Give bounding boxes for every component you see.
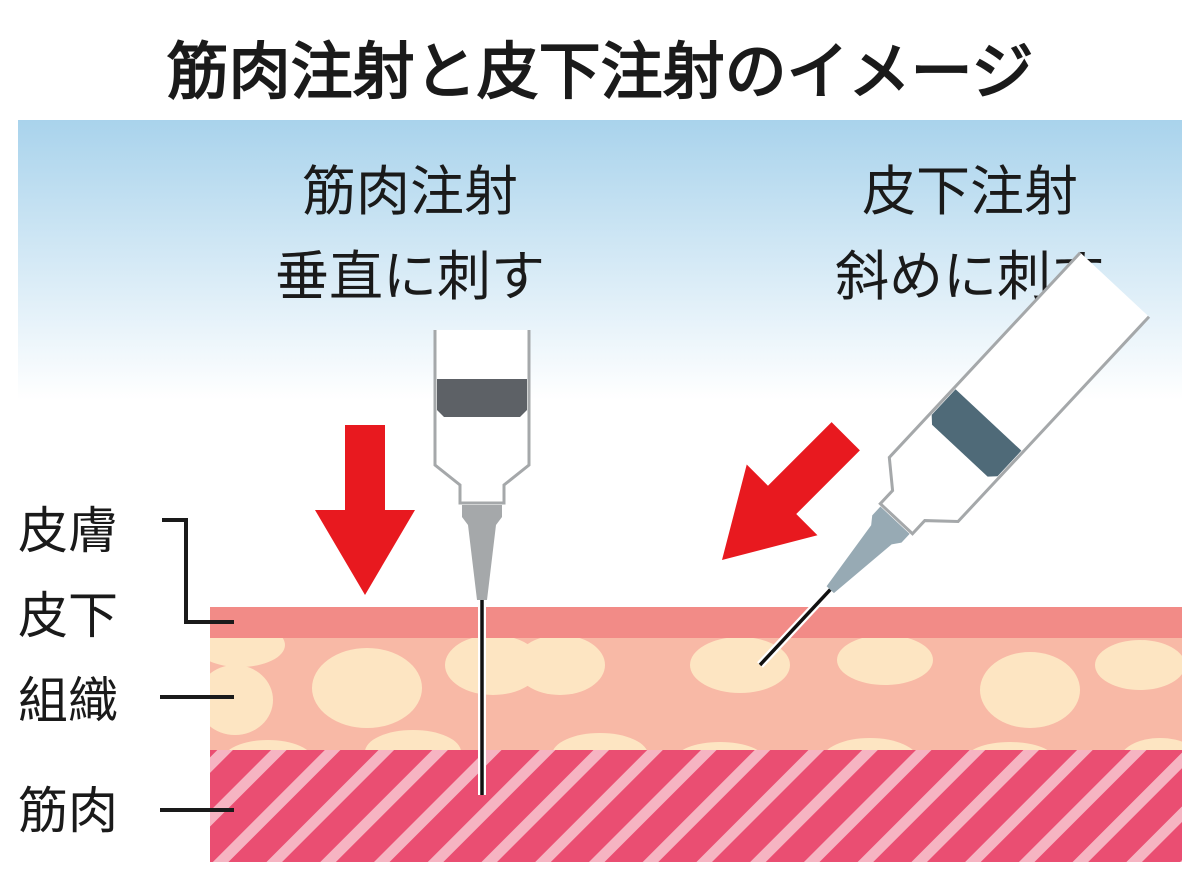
skin-label: 皮膚: [18, 502, 118, 560]
fat-cells: [210, 638, 1182, 750]
down-arrow-icon: [315, 425, 415, 595]
syringe-barrel: [878, 251, 1151, 536]
fat-cell: [553, 733, 647, 750]
fat-cell: [229, 740, 307, 750]
intramuscular-label: 筋肉注射: [302, 160, 518, 223]
subcutaneous-label-2: 組織: [18, 672, 118, 730]
fat-cell: [445, 638, 541, 695]
fat-cell: [210, 665, 273, 735]
needle-hub: [826, 506, 910, 594]
fat-cell: [1124, 738, 1182, 750]
fat-cell: [515, 638, 605, 695]
intramuscular-method: 垂直に刺す: [275, 245, 545, 308]
fat-cell: [1095, 640, 1182, 690]
fat-cell: [972, 742, 1048, 750]
fat-cell: [827, 738, 913, 750]
diagonal-arrow-icon: [722, 422, 860, 560]
fat-cell: [690, 638, 790, 693]
subcutaneous-label-1: 皮下: [18, 587, 118, 645]
plunger: [931, 389, 1022, 477]
muscle-layer: [210, 750, 1182, 862]
vertical-syringe: [433, 330, 531, 795]
subcutaneous-label: 皮下注射: [862, 160, 1078, 223]
skin-layer: [210, 607, 1182, 638]
fat-cell: [365, 730, 461, 750]
needle-hub: [462, 505, 502, 600]
fat-cell: [682, 742, 758, 750]
fat-cell: [980, 652, 1080, 728]
needle: [758, 586, 834, 667]
fat-cell: [210, 638, 285, 667]
angled-syringe: [757, 251, 1151, 668]
diagram-title: 筋肉注射と皮下注射のイメージ: [167, 35, 1034, 108]
fat-cell: [312, 648, 422, 728]
muscle-label: 筋肉: [18, 782, 118, 840]
plunger: [437, 379, 527, 417]
fat-cell: [837, 638, 933, 685]
leader-lines: [160, 518, 234, 812]
